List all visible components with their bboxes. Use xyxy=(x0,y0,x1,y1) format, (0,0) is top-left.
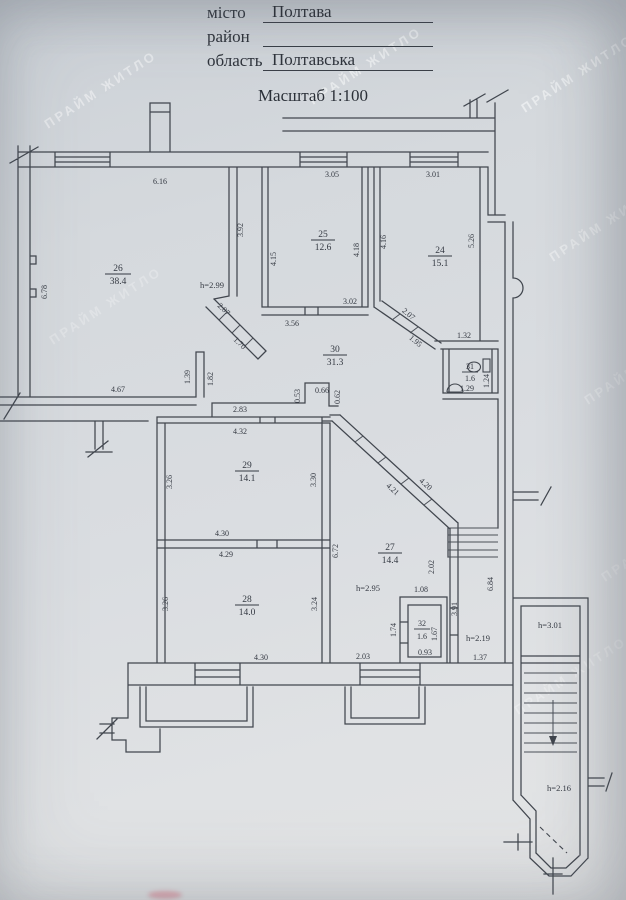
dim-r31-bottom: 1.29 xyxy=(460,384,474,393)
dim-r26-bottom: 4.67 xyxy=(111,385,125,394)
room-29-area: 14.1 xyxy=(239,474,256,484)
room-29-number: 29 xyxy=(242,461,252,471)
room-25-area: 12.6 xyxy=(315,243,332,253)
district-underline xyxy=(263,26,433,47)
region-label: область xyxy=(207,51,263,70)
room-24-area: 15.1 xyxy=(432,259,449,269)
dim-r27-diag-421: 4.21 xyxy=(384,481,400,497)
dim-r25-top: 3.05 xyxy=(325,170,339,179)
dim-r27-bottom: 2.03 xyxy=(356,652,370,661)
stair-arrow-head xyxy=(549,736,557,746)
scale-title: Масштаб 1:100 xyxy=(257,86,369,105)
dim-r29-top: 4.32 xyxy=(233,427,247,436)
height-entry: h=3.01 xyxy=(538,620,562,630)
room-27-area: 14.4 xyxy=(382,556,399,566)
dim-diagR-207: 2.07 xyxy=(400,306,417,322)
dim-r28-top: 4.29 xyxy=(219,550,233,559)
dim-r29-bottom: 4.30 xyxy=(215,529,229,538)
room-31-number: 31 xyxy=(466,362,474,371)
room-28-area: 14.0 xyxy=(239,608,256,618)
dim-r25-left: 4.15 xyxy=(269,252,278,266)
stair-treads xyxy=(448,527,577,753)
dim-r31-top: 1.32 xyxy=(457,331,471,340)
room-30-area: 31.3 xyxy=(327,358,344,368)
walls xyxy=(0,89,613,895)
dim-r27-diag-420: 4.20 xyxy=(417,476,433,492)
city-value: Полтава xyxy=(272,2,332,21)
dim-r24-left: 4.16 xyxy=(379,235,388,249)
room-32-area: 1.6 xyxy=(417,632,427,641)
room-25-number: 25 xyxy=(318,230,328,240)
toilet-tank-icon xyxy=(482,358,491,373)
dim-r32-top: 1.08 xyxy=(414,585,428,594)
dim-r32-right: 1.67 xyxy=(430,627,439,641)
room-27-number: 27 xyxy=(385,543,395,553)
room-28-number: 28 xyxy=(242,595,252,605)
dim-lobby-left: 3.91 xyxy=(450,602,459,616)
dim-r26-top: 6.16 xyxy=(153,177,167,186)
room-26-area: 38.4 xyxy=(110,277,127,287)
dim-r28-bottom: 4.30 xyxy=(254,653,268,662)
room-26-number: 26 xyxy=(113,264,123,274)
sink-icon xyxy=(446,383,464,393)
dim-r25-bottom: 3.02 xyxy=(343,297,357,306)
dim-pass-182: 1.82 xyxy=(206,372,215,386)
dim-notch-283: 2.83 xyxy=(233,405,247,414)
photo-artifact xyxy=(148,891,182,899)
dim-pass-139: 1.39 xyxy=(183,370,192,384)
dim-lobby-right: 6.84 xyxy=(486,577,495,591)
dim-r28-right: 3.24 xyxy=(310,597,319,611)
room-32-number: 32 xyxy=(418,619,426,628)
dim-r24-top: 3.01 xyxy=(426,170,440,179)
city-underline xyxy=(263,2,433,23)
dim-r26-left: 6.78 xyxy=(40,285,49,299)
dim-r25-right: 4.18 xyxy=(352,243,361,257)
dim-diagR-195: 1.95 xyxy=(407,333,424,349)
dim-r27-left: 6.72 xyxy=(331,544,340,558)
room-31-area: 1.6 xyxy=(465,374,475,383)
dim-r29-left: 3.26 xyxy=(165,475,174,489)
dim-r30-356: 3.56 xyxy=(285,319,299,328)
dim-r31-right: 1.24 xyxy=(482,374,491,388)
dim-notch-066: 0.66 xyxy=(315,386,329,395)
dim-r26-right: 3.92 xyxy=(236,223,245,237)
height-room27: h=2.95 xyxy=(356,583,380,593)
diagonal-wall-hatches xyxy=(218,311,433,506)
city-label: місто xyxy=(207,3,246,22)
dim-lobby-bottom: 1.37 xyxy=(473,653,487,662)
dim-r28-left: 3.26 xyxy=(161,597,170,611)
dim-r27-right: 2.02 xyxy=(427,560,436,574)
region-underline xyxy=(263,50,433,71)
region-value: Полтавська xyxy=(272,50,355,69)
room-30-number: 30 xyxy=(330,345,340,355)
dim-notch-062: 0.62 xyxy=(333,390,342,404)
dim-r24-right: 5.26 xyxy=(467,234,476,248)
dim-notch-053: 0.53 xyxy=(293,389,302,403)
dim-diagL-170: 1.70 xyxy=(232,335,248,351)
room-24-number: 24 xyxy=(435,246,445,256)
dim-r32-left: 1.74 xyxy=(389,623,398,637)
stair-slope-dashed-line xyxy=(539,826,568,854)
district-label: район xyxy=(207,27,250,46)
height-room26: h=2.99 xyxy=(200,280,224,290)
height-stairwell: h=2.16 xyxy=(547,783,571,793)
dim-r29-right: 3.30 xyxy=(309,473,318,487)
height-lobby: h=2.19 xyxy=(466,633,490,643)
dim-r32-bottom: 0.93 xyxy=(418,648,432,657)
